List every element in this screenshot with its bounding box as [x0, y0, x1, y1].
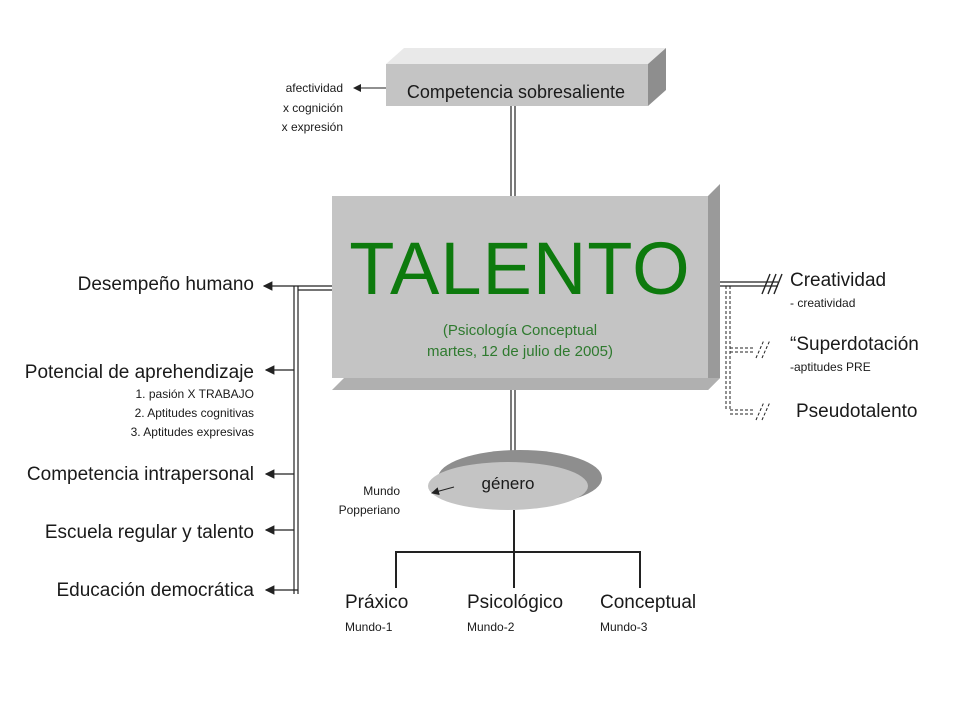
right-item-superdotacion: “Superdotación — [790, 334, 919, 355]
left-item-desempeno-humano: Desempeño humano — [77, 274, 254, 295]
left-item-detail: 2. Aptitudes cognitivas — [134, 406, 254, 420]
genero-note: Mundo — [363, 484, 400, 498]
bottom-item-praxico: Práxico — [345, 592, 409, 613]
talento-subtitle: (Psicología Conceptual martes, 12 de jul… — [332, 320, 708, 362]
left-item-potencial-aprehendizaje: Potencial de aprehendizaje — [24, 362, 254, 383]
talento-center-node: TALENTO (Psicología Conceptual martes, 1… — [332, 196, 708, 374]
top-note: x expresión — [281, 120, 343, 134]
right-item-note: -aptitudes PRE — [790, 360, 871, 374]
left-item-competencia-intrapersonal: Competencia intrapersonal — [26, 464, 254, 485]
bottom-item-note: Mundo-3 — [600, 620, 648, 634]
right-item-pseudotalento: Pseudotalento — [796, 401, 918, 422]
genero-note: Popperiano — [338, 503, 400, 517]
bottom-item-note: Mundo-2 — [467, 620, 515, 634]
genero-hub-shape — [428, 450, 602, 510]
competencia-box — [386, 48, 666, 106]
top-note: afectividad — [285, 81, 343, 95]
right-item-creatividad: Creatividad — [790, 270, 887, 291]
left-item-escuela-regular: Escuela regular y talento — [44, 522, 254, 543]
top-note: x cognición — [282, 101, 343, 115]
genero-hub-label: género — [481, 474, 535, 493]
left-item-detail: 1. pasión X TRABAJO — [135, 387, 255, 401]
talento-box-shape — [332, 184, 720, 390]
bottom-item-conceptual: Conceptual — [600, 592, 697, 613]
right-item-note: - creatividad — [790, 296, 856, 310]
talento-subtitle-line: (Psicología Conceptual — [442, 322, 598, 339]
left-item-educacion-democratica: Educación democrática — [56, 580, 255, 601]
left-item-detail: 3. Aptitudes expresivas — [130, 425, 254, 439]
bottom-item-psicologico: Psicológico — [467, 592, 564, 613]
talento-subtitle-line: martes, 12 de julio de 2005) — [427, 343, 613, 360]
competencia-sobresaliente-label: Competencia sobresaliente — [406, 82, 626, 102]
talento-title: TALENTO — [349, 227, 691, 310]
bottom-item-note: Mundo-1 — [345, 620, 393, 634]
